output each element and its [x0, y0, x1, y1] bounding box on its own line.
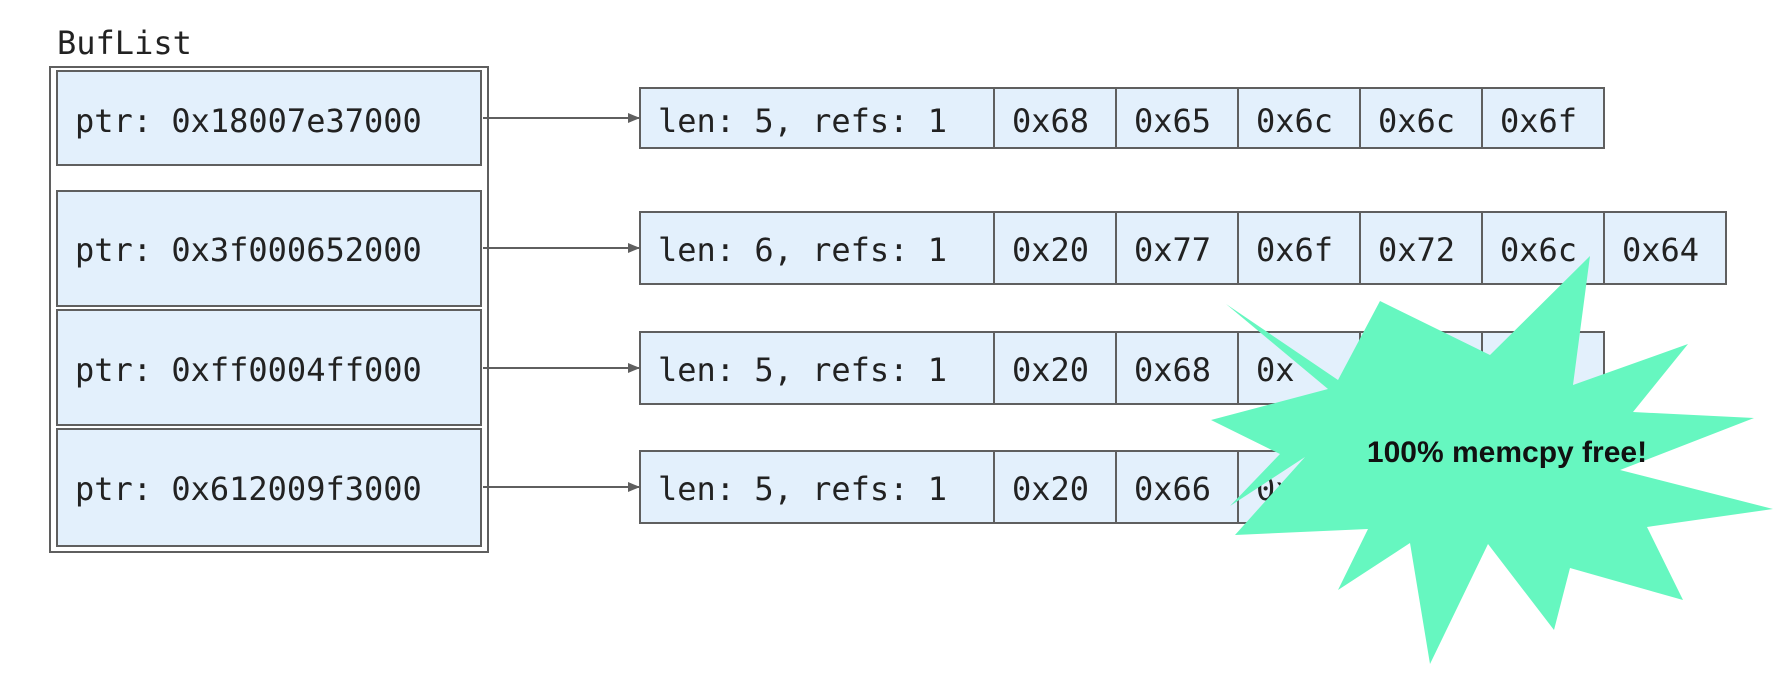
buflist-entry: ptr: 0xff0004ff000 — [56, 309, 482, 426]
pointer-label: ptr: 0x3f000652000 — [75, 231, 422, 269]
byte-label: 0x68 — [1012, 102, 1089, 140]
buffer-header-cell — [639, 450, 995, 524]
pointer-label: ptr: 0x18007e37000 — [75, 102, 422, 140]
buffer-header-label: len: 5, refs: 1 — [658, 351, 947, 389]
byte-label: 0x66 — [1134, 470, 1211, 508]
byte-label: 0x65 — [1134, 102, 1211, 140]
byte-cell — [1115, 450, 1239, 524]
byte-label: 0x20 — [1012, 470, 1089, 508]
byte-cell — [1359, 211, 1483, 285]
byte-cell — [993, 331, 1117, 405]
byte-cell — [1115, 331, 1239, 405]
byte-cell — [1237, 211, 1361, 285]
buffer-header-cell — [639, 331, 995, 405]
byte-cell — [1115, 211, 1239, 285]
byte-label: 0x6c — [1500, 231, 1577, 269]
buffer-header-label: len: 5, refs: 1 — [658, 102, 947, 140]
buffer-row: len: 5, refs: 1 0x68 0x65 0x6c 0x6c 0x6f — [639, 87, 1605, 149]
byte-cell — [1481, 87, 1605, 149]
buflist-entry: ptr: 0x612009f3000 — [56, 428, 482, 547]
byte-cell — [1603, 211, 1727, 285]
buflist-entry: ptr: 0x18007e37000 — [56, 70, 482, 166]
byte-label: 0x6f — [1500, 102, 1577, 140]
buflist-entry: ptr: 0x3f000652000 — [56, 190, 482, 307]
byte-cell — [1359, 87, 1483, 149]
buflist-container — [49, 66, 489, 553]
byte-label: 0x72 — [1378, 231, 1455, 269]
buffer-header-cell — [639, 87, 995, 149]
byte-label: 0x6c — [1378, 102, 1455, 140]
buffer-row: len: 6, refs: 1 0x20 0x77 0x6f 0x72 0x6c… — [639, 211, 1727, 285]
starburst-shape — [1211, 256, 1773, 664]
buffer-header-label: len: 5, refs: 1 — [658, 470, 947, 508]
buffer-header-label: len: 6, refs: 1 — [658, 231, 947, 269]
buflist-title: BufList — [57, 24, 192, 62]
byte-label: 0x20 — [1012, 351, 1089, 389]
byte-label: 0x68 — [1134, 351, 1211, 389]
byte-label: 0x6f — [1256, 231, 1333, 269]
byte-label: 0x77 — [1134, 231, 1211, 269]
byte-cell — [993, 211, 1117, 285]
pointer-label: ptr: 0x612009f3000 — [75, 470, 422, 508]
starburst-label: 100% memcpy free! — [1367, 436, 1647, 469]
buffer-header-cell — [639, 211, 995, 285]
byte-label: 0x64 — [1622, 231, 1699, 269]
starburst-callout: 100% memcpy free! — [1211, 256, 1773, 664]
byte-label: 0x — [1256, 351, 1295, 389]
byte-label: 0x6c — [1256, 102, 1333, 140]
byte-cell — [1237, 87, 1361, 149]
byte-label: 0x20 — [1012, 231, 1089, 269]
pointer-label: ptr: 0xff0004ff000 — [75, 351, 422, 389]
